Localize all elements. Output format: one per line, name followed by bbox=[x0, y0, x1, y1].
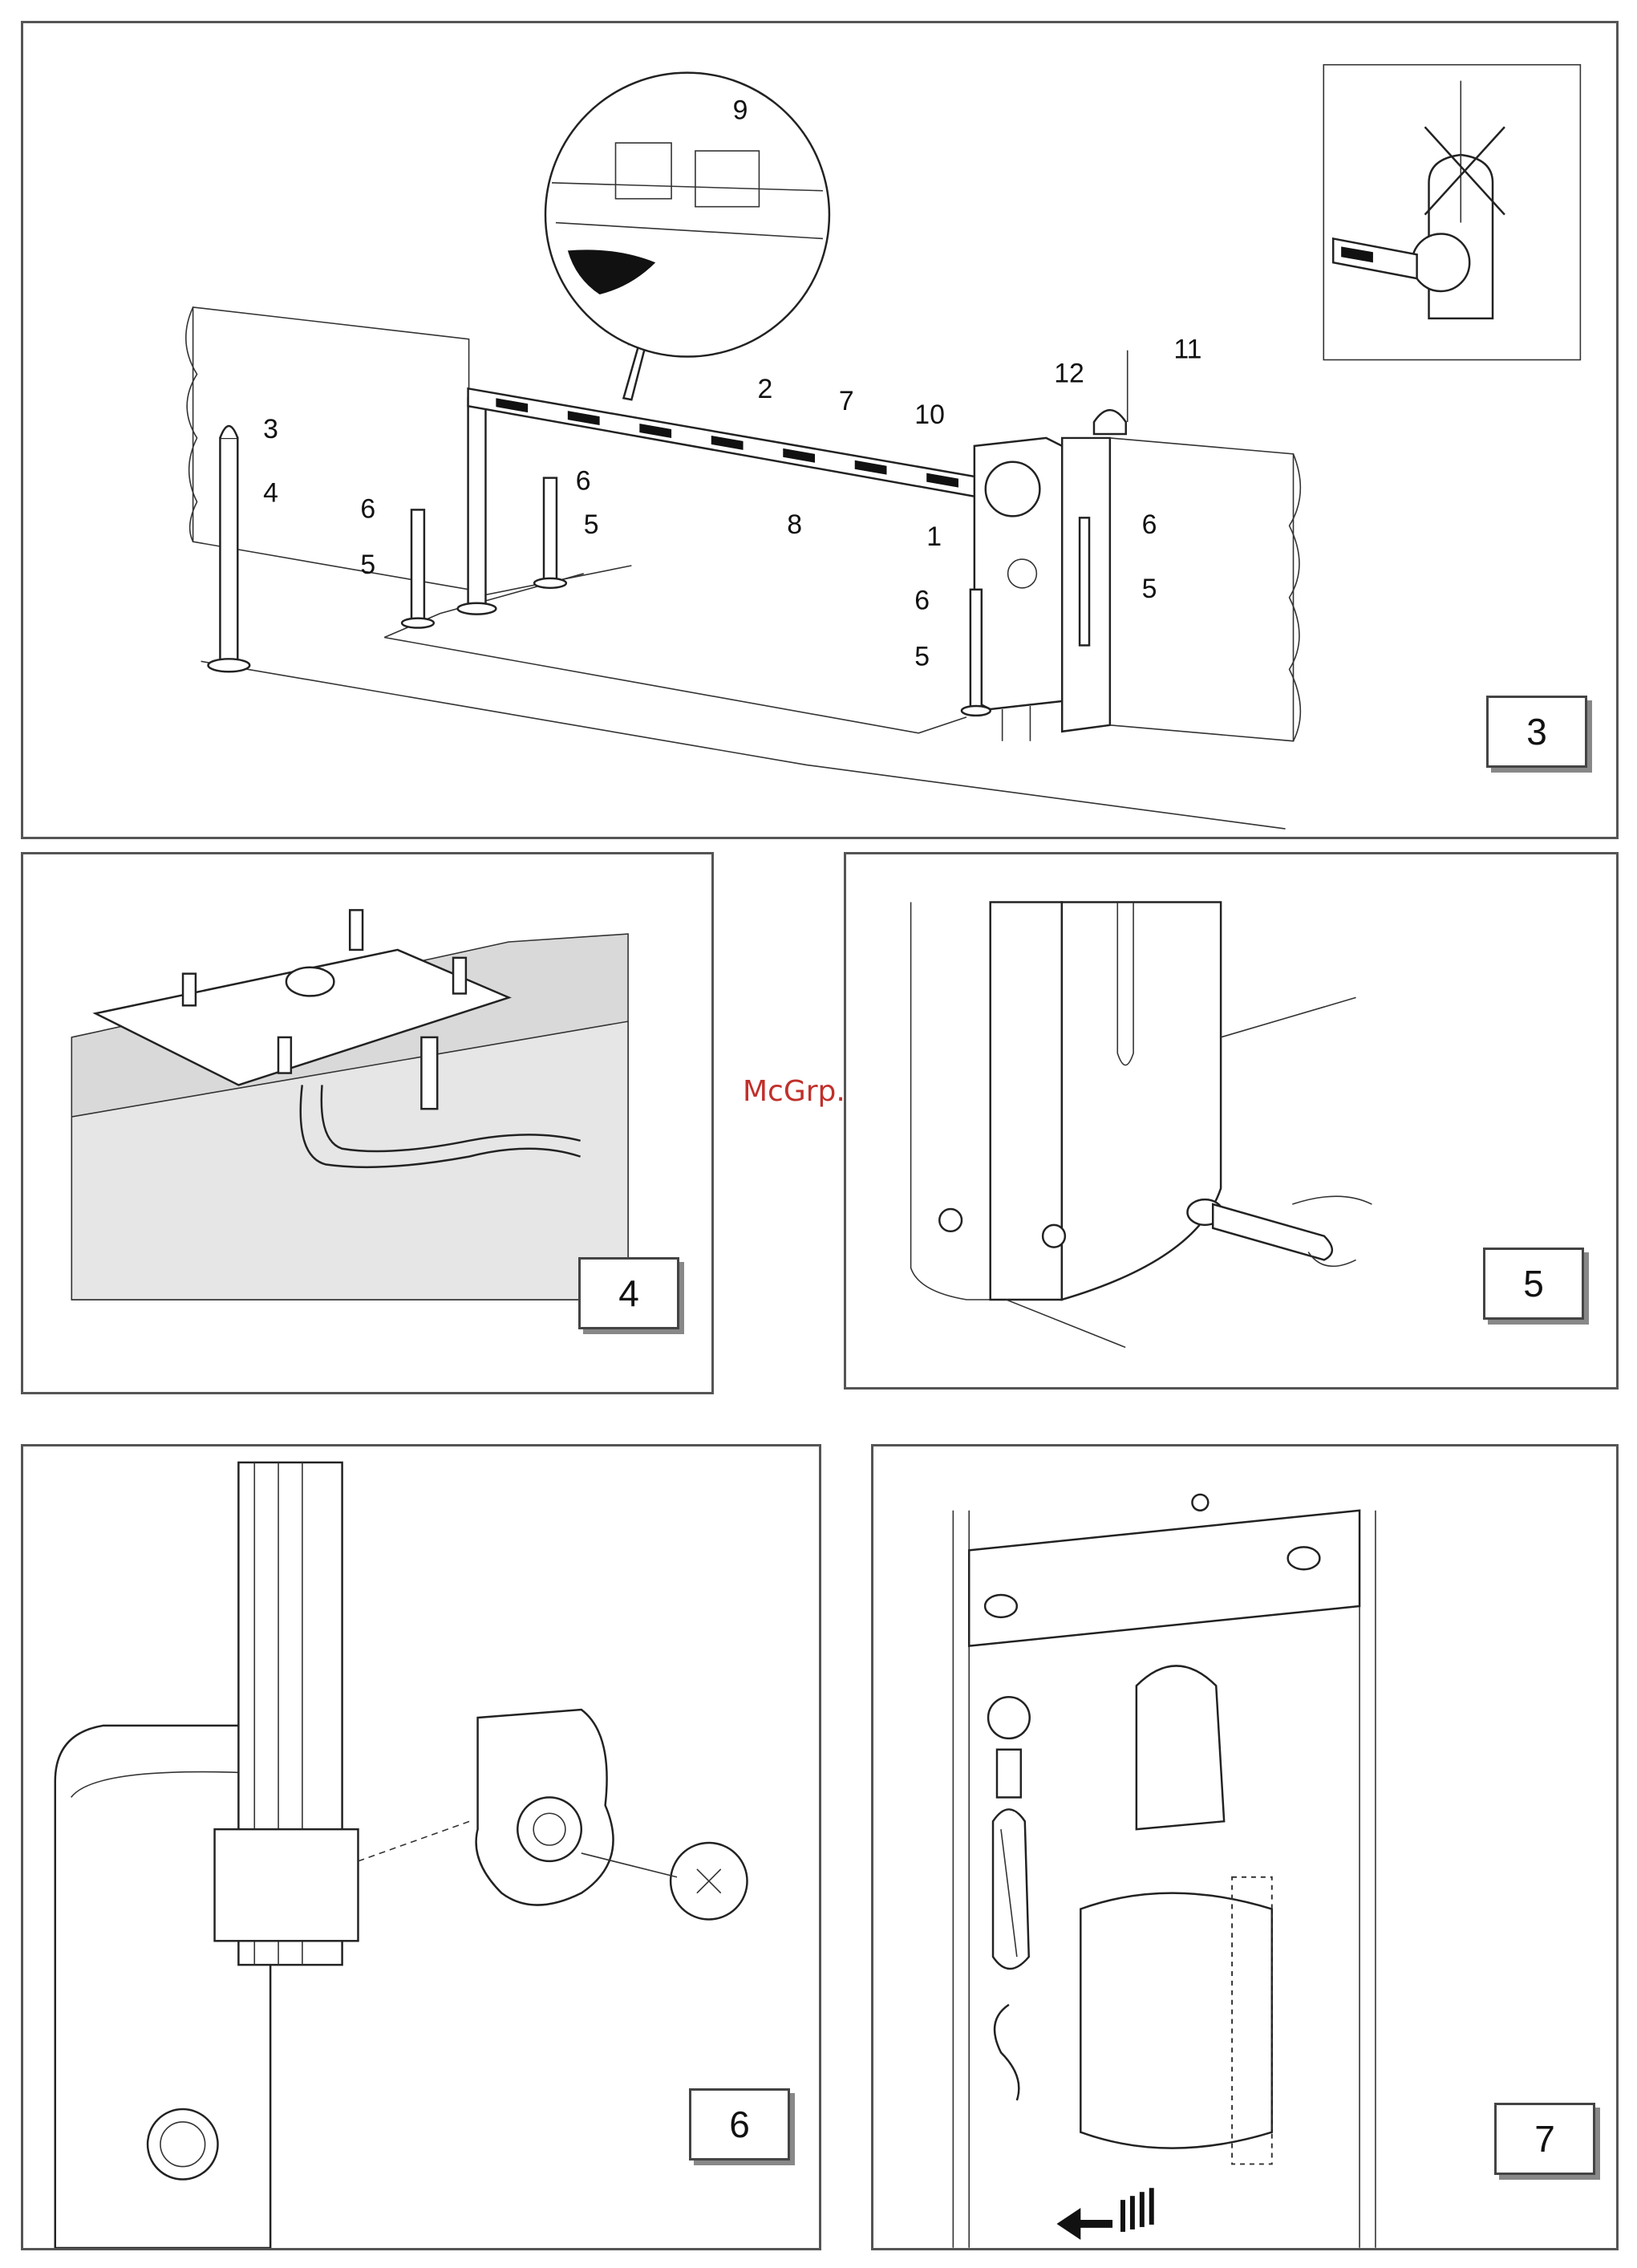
callout-5d: 5 bbox=[1142, 574, 1157, 604]
figure-7-panel: 7 bbox=[871, 1444, 1619, 2250]
callout-2: 2 bbox=[757, 374, 772, 404]
figure-4-panel: 4 bbox=[21, 852, 714, 1394]
figure-number-4: 4 bbox=[578, 1257, 679, 1329]
callout-11: 11 bbox=[1173, 335, 1201, 365]
figure-number-7: 7 bbox=[1494, 2103, 1595, 2175]
callout-5b: 5 bbox=[584, 509, 599, 540]
callout-1: 1 bbox=[926, 521, 942, 552]
callout-9: 9 bbox=[733, 95, 748, 125]
callout-5a: 5 bbox=[360, 550, 375, 580]
callout-6d: 6 bbox=[1142, 509, 1157, 540]
figure-number-6: 6 bbox=[689, 2088, 790, 2160]
callout-3: 3 bbox=[263, 414, 278, 444]
callout-6a: 6 bbox=[360, 493, 375, 524]
callout-5c: 5 bbox=[914, 641, 930, 671]
callout-6b: 6 bbox=[576, 466, 591, 497]
figure-number-5: 5 bbox=[1483, 1248, 1584, 1320]
figure-5-panel: 5 bbox=[844, 852, 1619, 1390]
callout-6c: 6 bbox=[914, 586, 930, 616]
figure-number-3: 3 bbox=[1486, 696, 1587, 768]
callout-8: 8 bbox=[787, 509, 802, 540]
figure-3-panel: 9 2 7 10 8 1 12 11 3 4 6 5 6 5 6 5 6 5 3 bbox=[21, 21, 1619, 839]
callout-4: 4 bbox=[263, 477, 278, 508]
figure-6-panel: 6 bbox=[21, 1444, 821, 2250]
callout-10: 10 bbox=[914, 400, 945, 430]
callout-12: 12 bbox=[1054, 358, 1084, 388]
barrier-overview-illustration: 9 2 7 10 8 1 12 11 3 4 6 5 6 5 6 5 6 5 bbox=[23, 23, 1616, 837]
callout-7: 7 bbox=[839, 386, 854, 416]
